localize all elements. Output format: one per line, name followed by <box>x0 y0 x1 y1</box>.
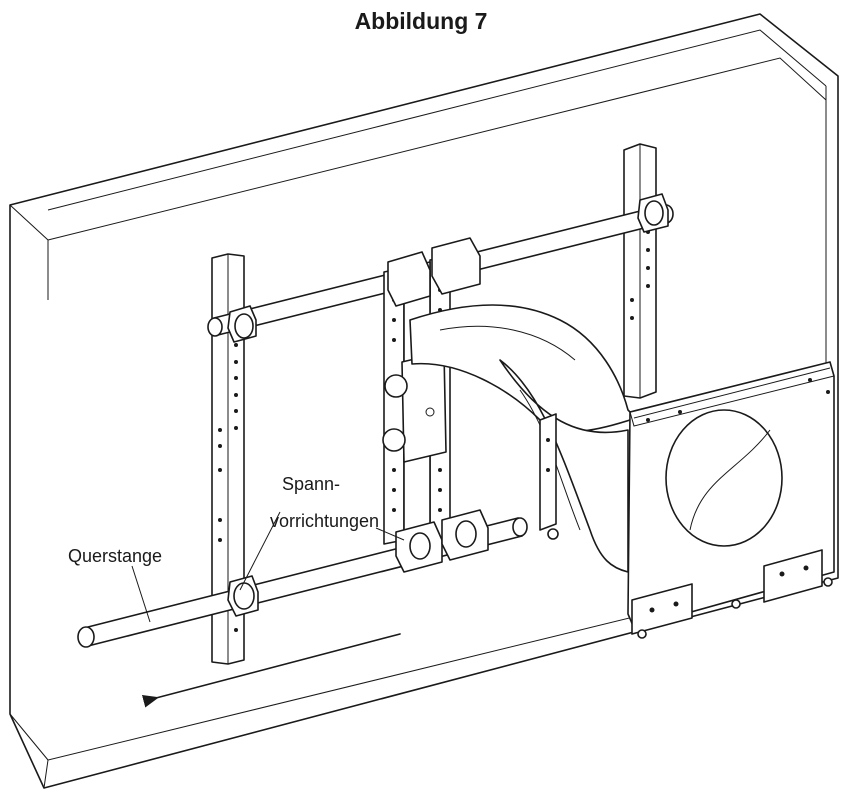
figure-title: Abbildung 7 <box>354 8 488 34</box>
label-querstange: Querstange <box>68 546 162 566</box>
label-spann-line2: vorrichtungen <box>270 511 379 531</box>
spann-leader-right <box>375 527 405 541</box>
tv-plate <box>627 361 835 639</box>
label-spann-line1: Spann- <box>282 474 340 494</box>
direction-arrow <box>141 633 401 708</box>
right-rail <box>623 143 657 399</box>
lower-clamps <box>227 509 489 617</box>
querstange-leader <box>131 565 151 623</box>
spann-leader-left <box>239 511 281 591</box>
upper-clamps <box>227 193 669 343</box>
